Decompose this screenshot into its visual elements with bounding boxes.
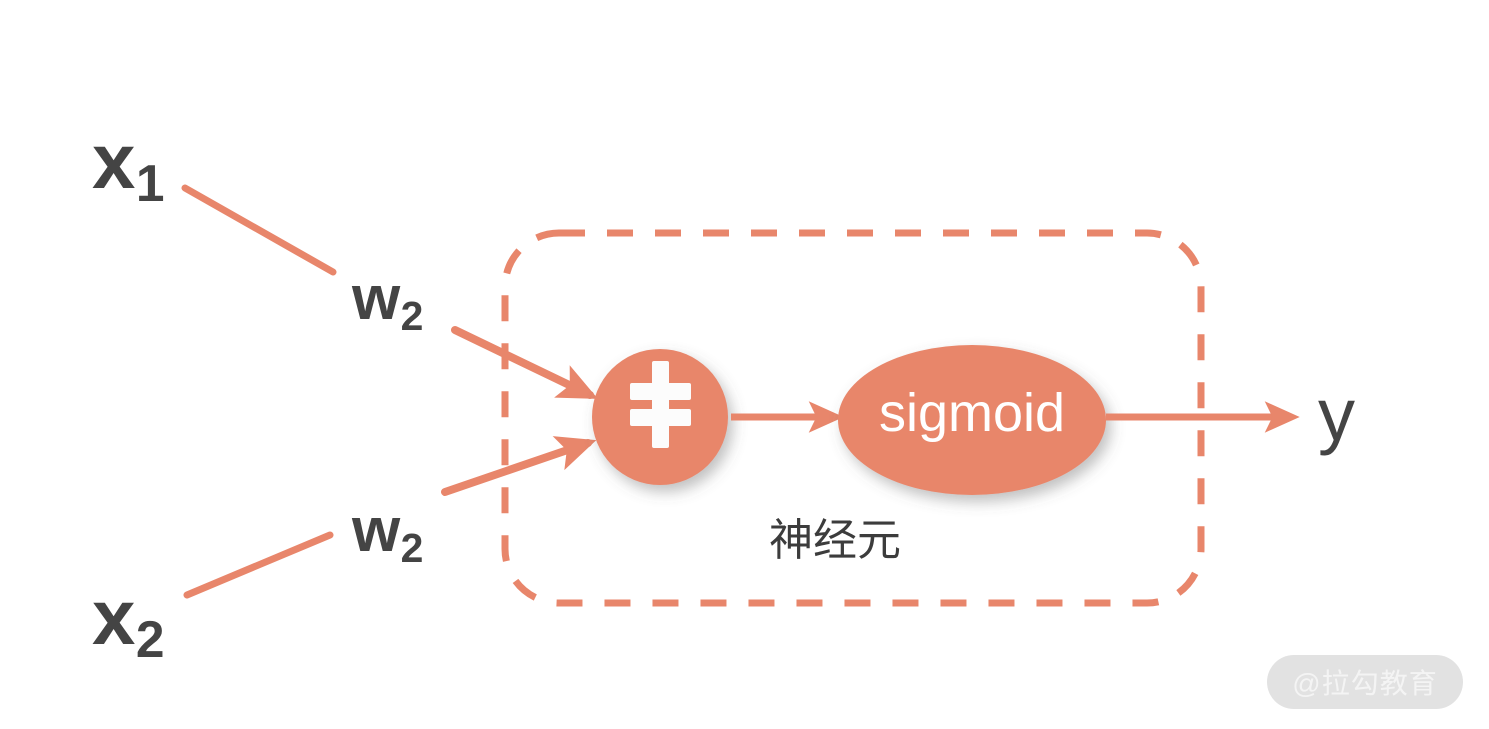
input-label-x1: x1 [92, 122, 165, 209]
input-x2-subscript: 2 [135, 610, 165, 669]
watermark-badge: @拉勾教育 [1267, 655, 1463, 709]
input-label-x2: x2 [92, 578, 165, 665]
edge-x1-to-w1 [181, 184, 337, 276]
output-label-y: y [1318, 373, 1355, 456]
neuron-boundary-box [501, 229, 1205, 607]
weight-top-subscript: 2 [400, 292, 424, 339]
neuron-caption: 神经元 [769, 516, 901, 565]
edge-x2-to-w2 [183, 531, 334, 599]
weight-bottom-base: w [352, 496, 401, 565]
activation-node [838, 345, 1106, 495]
input-x2-base: x [92, 573, 136, 661]
input-x1-base: x [92, 117, 136, 205]
weight-label-top: w2 [352, 268, 423, 337]
weight-label-bottom: w2 [352, 500, 423, 569]
weight-bottom-subscript: 2 [400, 524, 424, 571]
weight-top-base: w [352, 264, 401, 333]
input-x1-subscript: 1 [135, 154, 165, 213]
edge-w1-to-sum [451, 326, 598, 399]
edge-w2-to-sum [441, 436, 597, 496]
